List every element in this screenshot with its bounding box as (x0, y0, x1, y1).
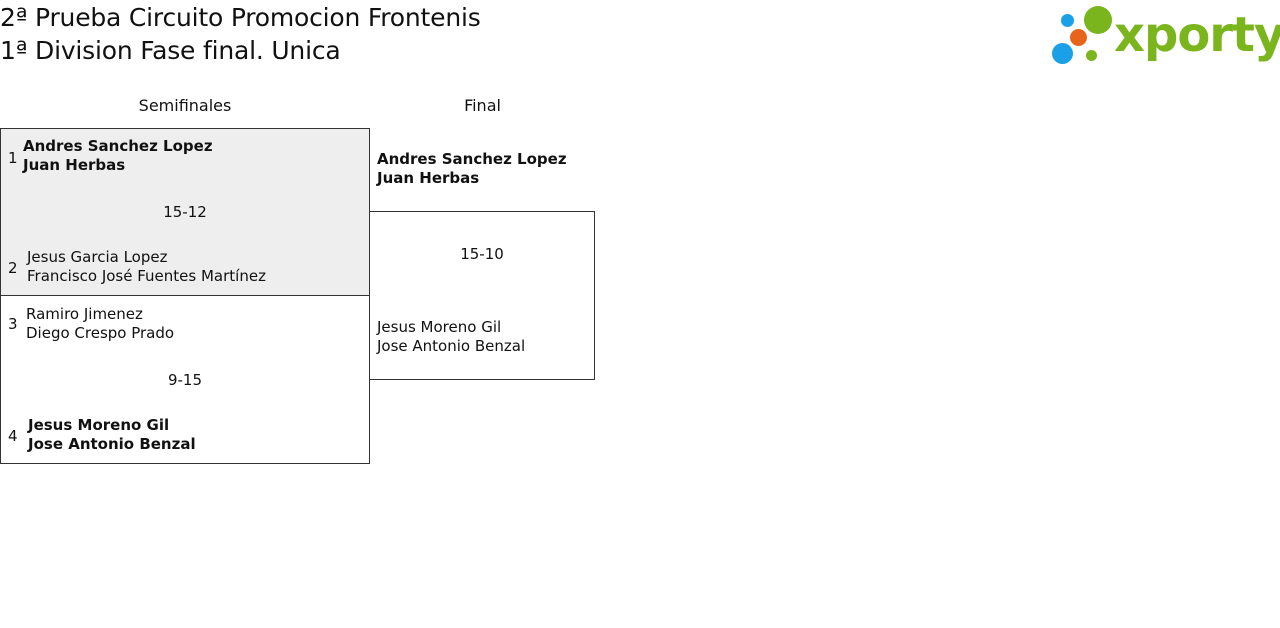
logo-dot-blue-small (1061, 14, 1074, 27)
semifinal-2-team-b[interactable]: Jesus Moreno Gil Jose Antonio Benzal (28, 416, 196, 454)
division-subtitle: 1ª Division Fase final. Unica (0, 36, 341, 65)
player-name: Jesus Moreno Gil (377, 318, 502, 336)
player-name: Ramiro Jimenez (26, 305, 143, 323)
final-team-a[interactable]: Andres Sanchez Lopez Juan Herbas (377, 150, 567, 188)
final-team-b[interactable]: Jesus Moreno Gil Jose Antonio Benzal (377, 318, 525, 356)
logo-dot-orange (1070, 29, 1087, 46)
seed-number: 4 (8, 427, 18, 445)
semifinal-2-team-a[interactable]: Ramiro Jimenez Diego Crespo Prado (26, 305, 174, 343)
player-name: Jose Antonio Benzal (377, 337, 526, 355)
seed-number: 1 (8, 149, 18, 167)
seed-number: 2 (8, 259, 18, 277)
player-name: Francisco José Fuentes Martínez (27, 267, 266, 285)
tournament-title: 2ª Prueba Circuito Promocion Frontenis (0, 3, 481, 32)
player-name: Juan Herbas (377, 169, 480, 187)
semifinal-1-score: 15-12 (163, 203, 207, 221)
player-name: Jesus Garcia Lopez (27, 248, 168, 266)
final-score: 15-10 (460, 245, 504, 263)
final-match[interactable]: 15-10 Jesus Moreno Gil Jose Antonio Benz… (369, 211, 595, 380)
seed-number: 3 (8, 315, 18, 333)
semifinal-1-match[interactable]: 1 Andres Sanchez Lopez Juan Herbas 15-12… (0, 128, 370, 296)
semifinals-round-label: Semifinales (138, 96, 232, 115)
logo-dot-green-small (1086, 50, 1097, 61)
logo-dot-blue-large (1052, 43, 1073, 64)
player-name: Juan Herbas (23, 156, 126, 174)
logo-dot-green (1084, 6, 1112, 34)
semifinal-2-score: 9-15 (167, 371, 203, 389)
semifinal-1-team-b[interactable]: Jesus Garcia Lopez Francisco José Fuente… (27, 248, 266, 286)
semifinal-2-match[interactable]: 3 Ramiro Jimenez Diego Crespo Prado 9-15… (0, 295, 370, 464)
player-name: Diego Crespo Prado (26, 324, 175, 342)
player-name: Andres Sanchez Lopez (377, 150, 567, 168)
player-name: Andres Sanchez Lopez (23, 137, 213, 155)
logo-wordmark: xporty (1114, 7, 1280, 63)
semifinal-1-team-a[interactable]: Andres Sanchez Lopez Juan Herbas (23, 137, 213, 175)
xporty-logo[interactable]: xporty (1052, 4, 1280, 66)
final-round-label: Final (464, 96, 501, 115)
player-name: Jose Antonio Benzal (28, 435, 196, 453)
player-name: Jesus Moreno Gil (28, 416, 170, 434)
